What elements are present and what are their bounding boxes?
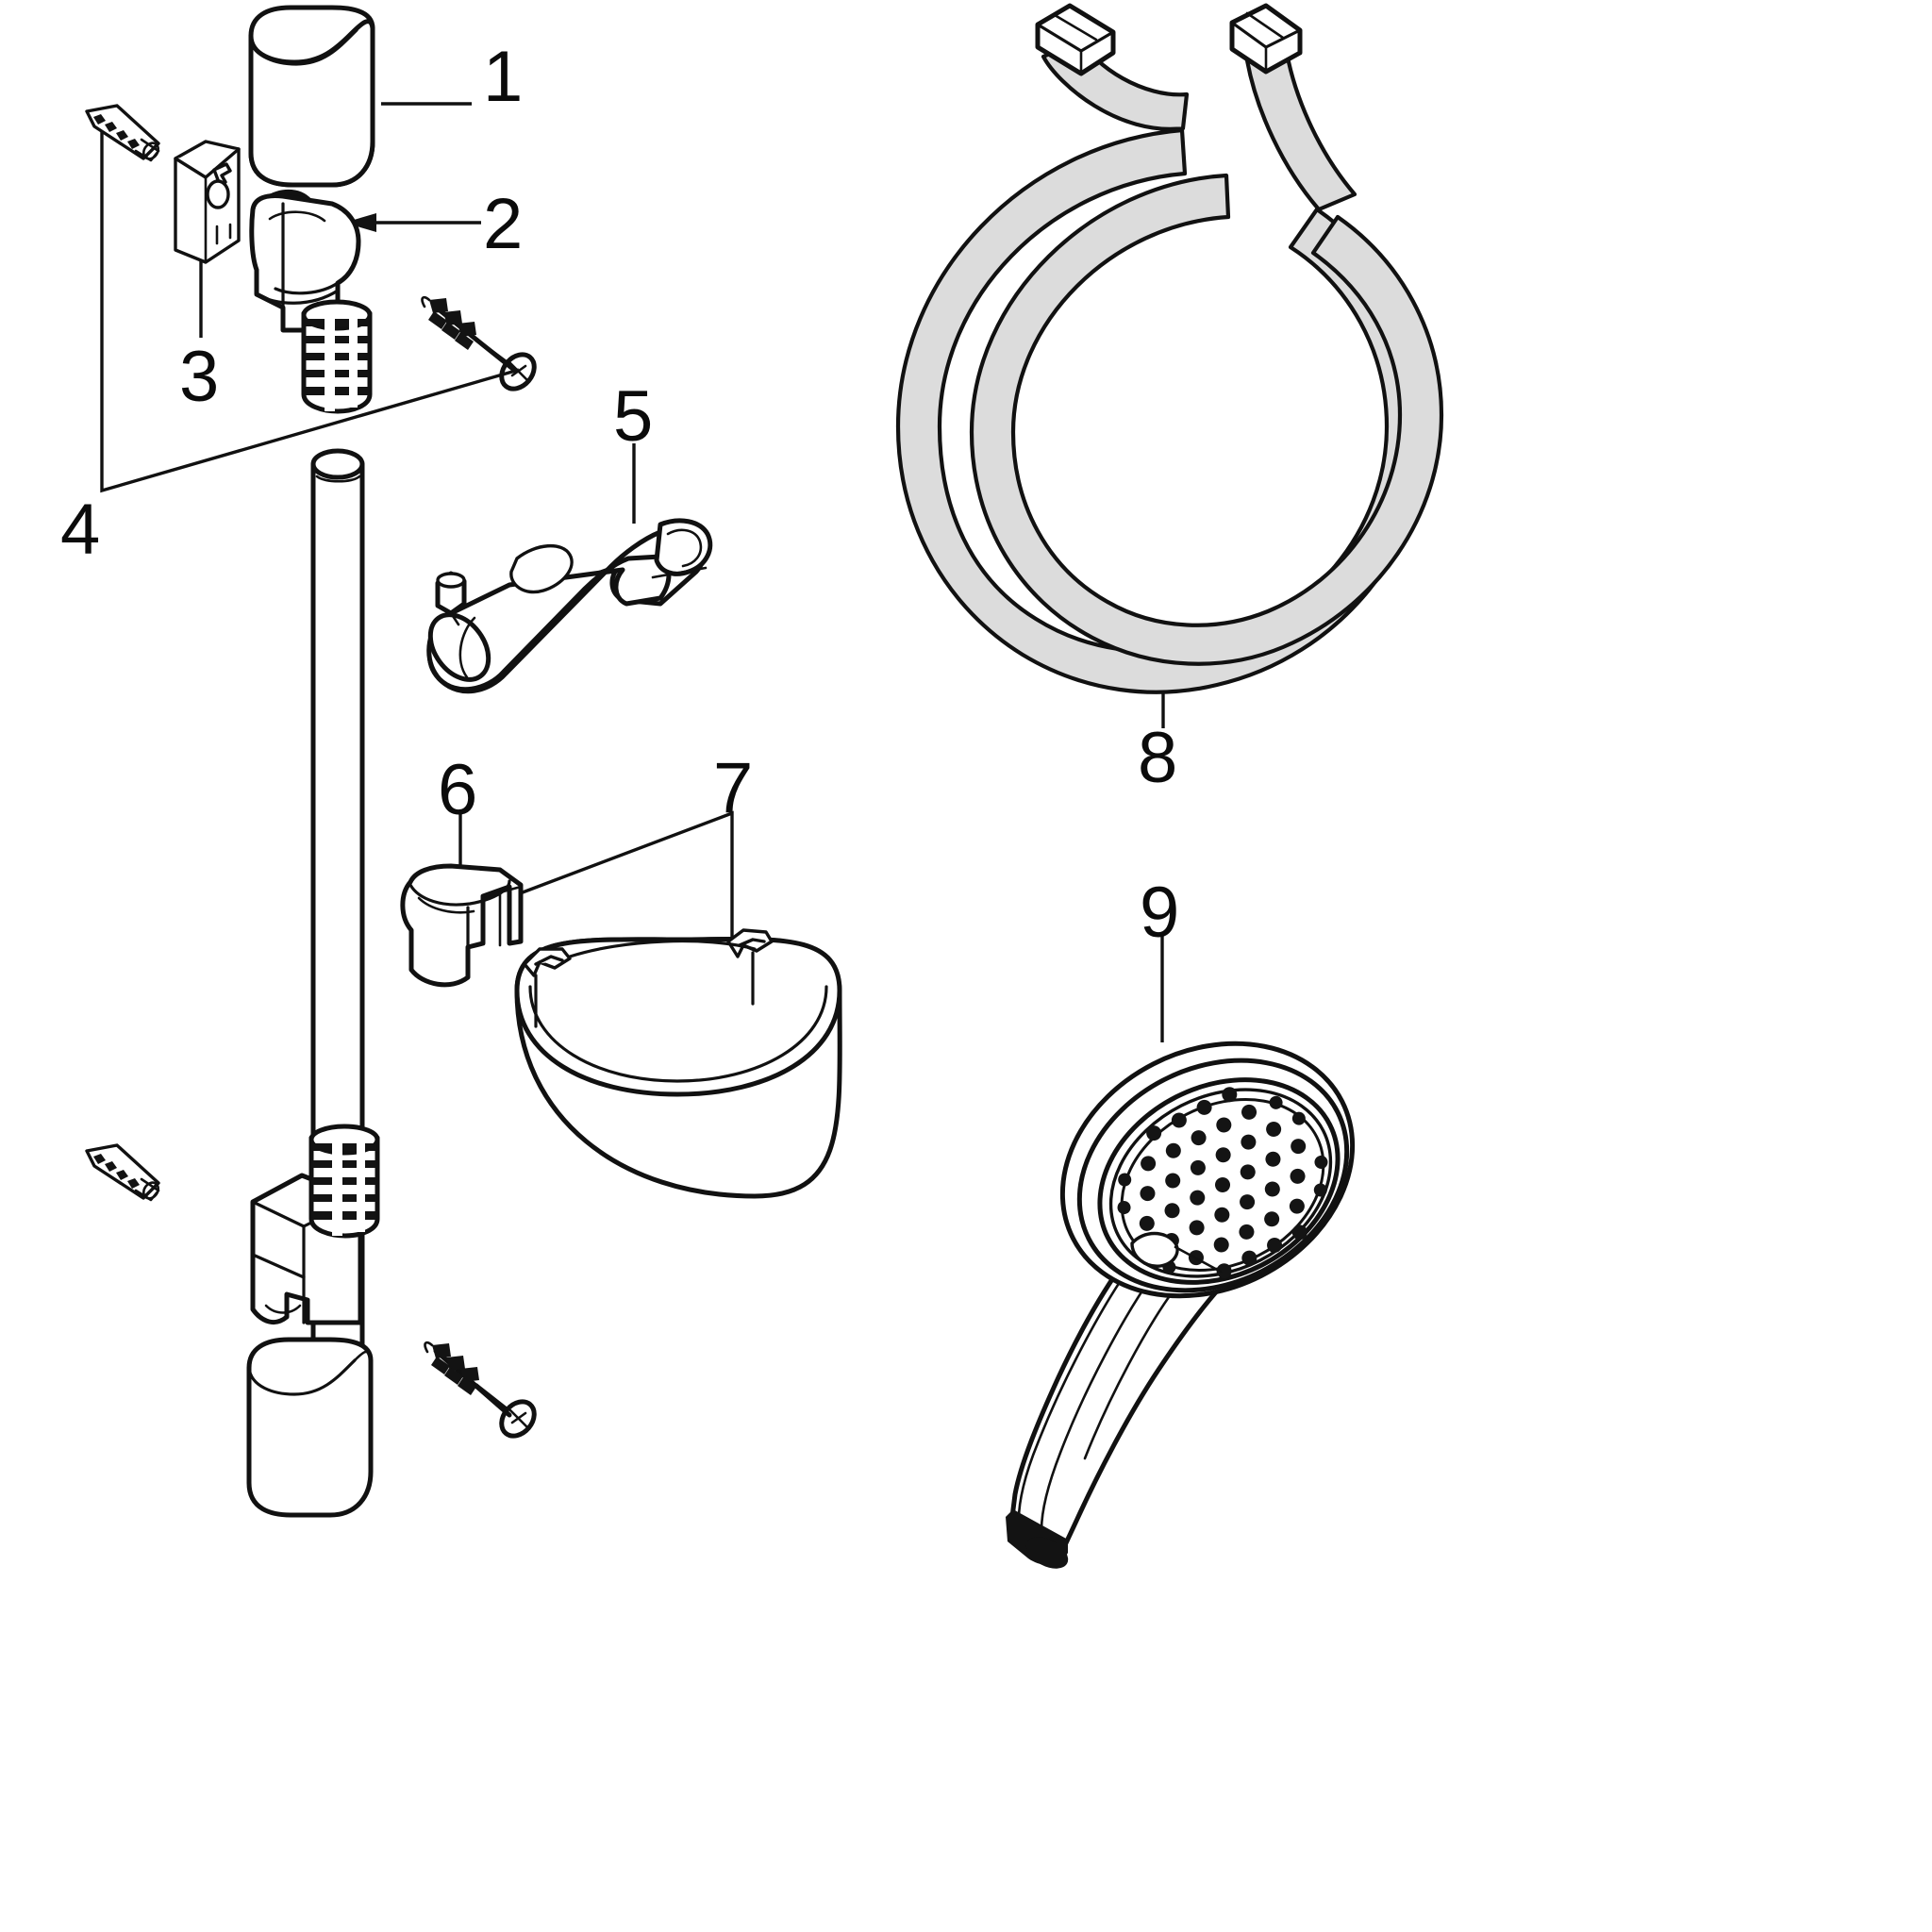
lower-wall-bracket <box>250 1124 380 1325</box>
callout-2: 2 <box>483 184 524 264</box>
part-4-wall-plug-upper <box>85 104 160 162</box>
part-4-wall-plug-lower <box>85 1143 160 1202</box>
part-3-back-plate <box>174 140 241 264</box>
callout-1: 1 <box>483 37 524 117</box>
part-4-screw-upper <box>421 295 537 391</box>
part-7-soap-dish-ring <box>514 928 842 1199</box>
part-9-hand-shower <box>1006 1041 1356 1569</box>
callout-3: 3 <box>179 337 220 417</box>
lower-cover-cap <box>246 1337 374 1518</box>
part-5-hand-shower-holder <box>426 518 713 694</box>
part-8-shower-hose <box>895 3 1444 694</box>
part-4-screw-lower <box>424 1341 537 1439</box>
callout-5: 5 <box>613 376 654 457</box>
callout-4: 4 <box>60 490 101 570</box>
leader-lines <box>100 102 1165 1042</box>
callout-7: 7 <box>713 748 754 828</box>
wall-plug-upper <box>301 299 373 414</box>
part-1-cover-cap <box>248 5 375 188</box>
part-2-upper-wall-bracket <box>249 190 373 414</box>
callout-6: 6 <box>438 750 478 830</box>
part-6-rail-clamp <box>400 863 524 988</box>
wall-plug-lower <box>308 1124 380 1239</box>
callout-8: 8 <box>1138 718 1178 798</box>
callout-9: 9 <box>1140 873 1180 953</box>
